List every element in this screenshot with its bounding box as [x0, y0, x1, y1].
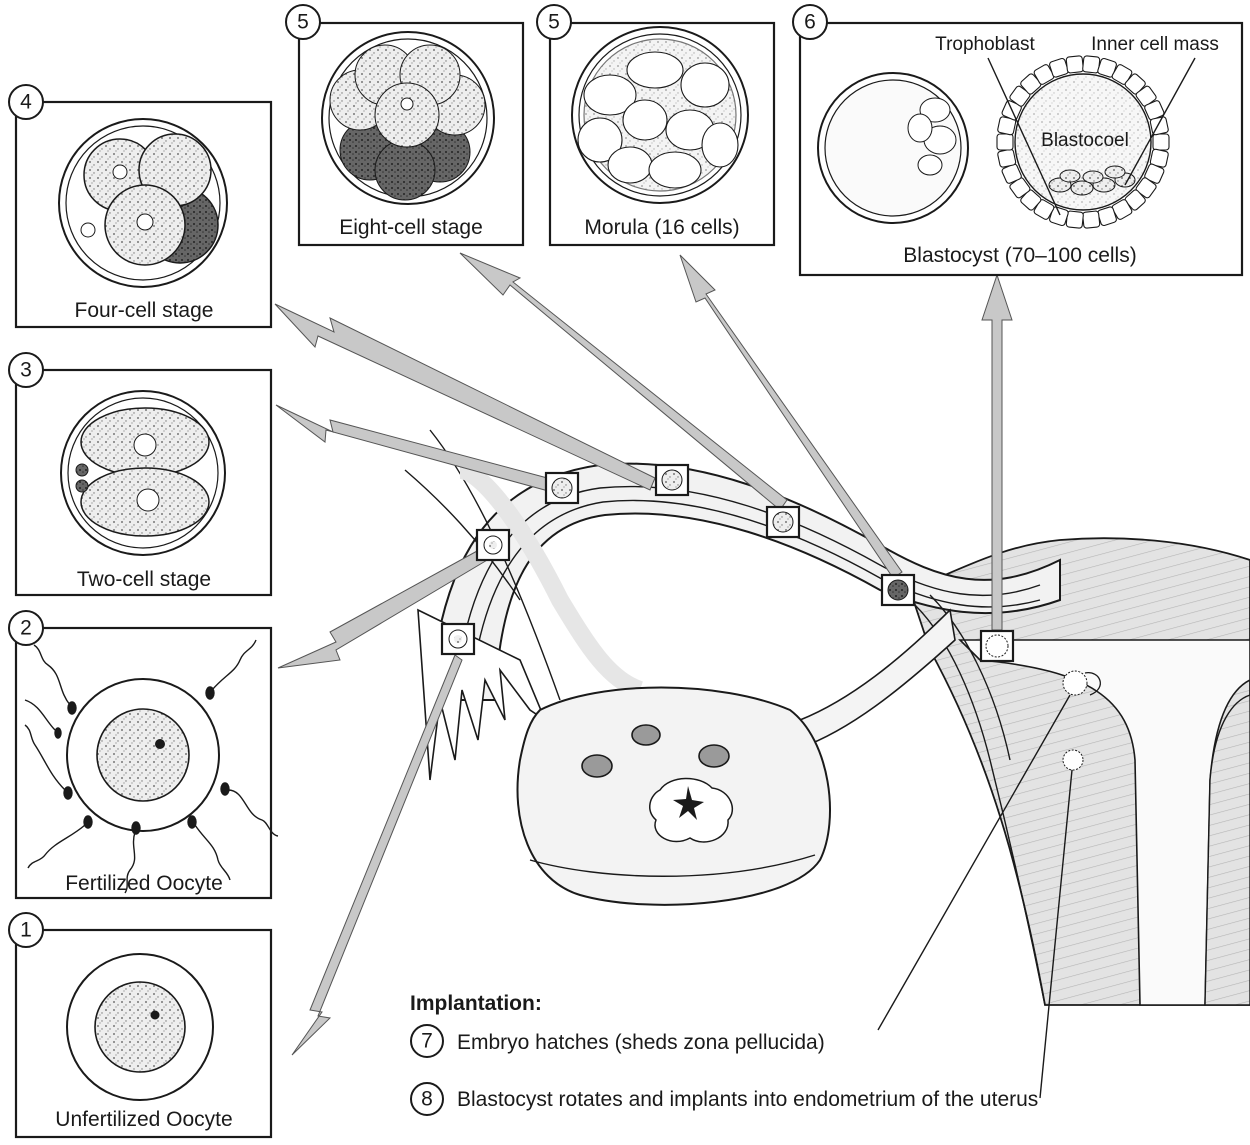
hatching-embryo: [1062, 670, 1088, 696]
follicle: [698, 744, 730, 768]
panel-label: Four-cell stage: [75, 299, 214, 322]
implantation-title: Implantation:: [410, 992, 542, 1015]
trophoblast-cell: [996, 133, 1014, 151]
step-text: Blastocyst rotates and implants into end…: [457, 1088, 1038, 1111]
blastocoel-label: Blastocoel: [1041, 130, 1129, 151]
panel-number: 1: [20, 919, 32, 942]
step-number: 7: [421, 1030, 433, 1053]
uterine-cavity: [958, 639, 1250, 1006]
stage-arrows: [274, 252, 1013, 1056]
panel-number: 4: [20, 91, 32, 114]
panel-four-cell: 4 Four-cell stage: [8, 84, 273, 329]
nucleus: [94, 981, 186, 1073]
tube-embryo-markers: [440, 463, 1101, 771]
nucleus: [96, 708, 190, 802]
panel-fertilized: 2 Fertilized Oocyte: [8, 610, 279, 900]
implanting-embryo: [1062, 749, 1084, 771]
implantation-legend: Implantation: 7 Embryo hatches (sheds zo…: [410, 992, 1038, 1116]
panel-label: Two-cell stage: [77, 568, 211, 591]
follicle: [631, 724, 661, 746]
panel-two-cell: 3 Two-cell stage: [8, 352, 273, 597]
trophoblast-cell: [1082, 210, 1101, 229]
panel-number: 6: [804, 11, 816, 34]
trophoblast-cell: [1152, 133, 1170, 151]
panel-number: 2: [20, 617, 32, 640]
inner-cell-mass: [1048, 165, 1136, 196]
panel-blastocyst: Blastocoel Trophoblast Inner cell mass 6…: [792, 4, 1244, 277]
trophoblast-cell: [997, 148, 1017, 168]
trophoblast-cell: [1065, 55, 1084, 74]
trophoblast-cell: [1149, 116, 1169, 136]
step-number: 8: [421, 1088, 433, 1111]
panel-morula: 5 Morula (16 cells): [536, 4, 776, 247]
sperm-group: [24, 639, 279, 894]
panel-eight-cell: 5 Eight-cell stage: [285, 4, 525, 247]
step-text: Embryo hatches (sheds zona pellucida): [457, 1031, 825, 1054]
panel-label: Blastocyst (70–100 cells): [903, 244, 1136, 267]
follicle: [581, 754, 613, 778]
trophoblast-label: Trophoblast: [935, 34, 1035, 55]
inner-cell-mass-label: Inner cell mass: [1091, 34, 1219, 55]
panel-label: Fertilized Oocyte: [65, 872, 223, 895]
panel-label: Unfertilized Oocyte: [55, 1108, 232, 1131]
panel-number: 5: [297, 11, 309, 34]
panel-unfertilized: 1 Unfertilized Oocyte: [8, 912, 273, 1139]
panel-number: 5: [548, 11, 560, 34]
panel-number: 3: [20, 359, 32, 382]
panel-label: Morula (16 cells): [584, 216, 739, 239]
anatomy: [404, 429, 1250, 1006]
panel-label: Eight-cell stage: [339, 216, 483, 239]
